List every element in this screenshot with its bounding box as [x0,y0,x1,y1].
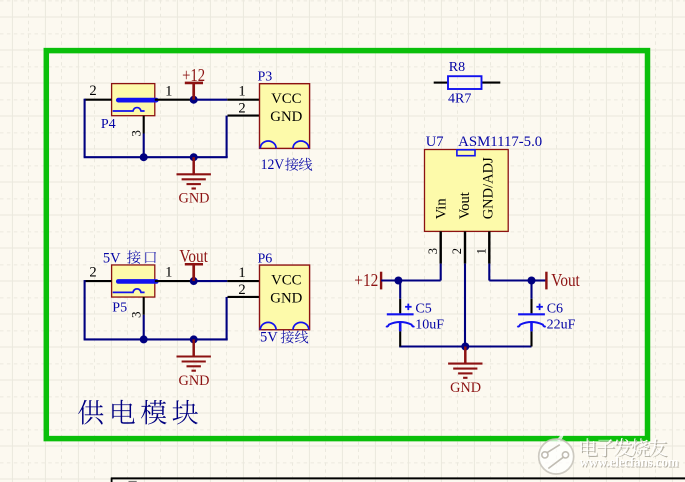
svg-text:4R7: 4R7 [448,91,471,106]
svg-text:Vin: Vin [434,198,450,220]
svg-text:5V: 5V [260,330,278,346]
svg-text:2: 2 [89,83,96,99]
svg-text:2: 2 [238,100,245,116]
svg-text:R8: R8 [449,60,465,75]
svg-text:1: 1 [238,84,245,100]
svg-text:GND: GND [270,290,302,306]
svg-text:2: 2 [238,282,245,298]
svg-text:10uF: 10uF [415,318,444,333]
svg-text:2: 2 [89,264,96,280]
svg-text:C6: C6 [547,302,563,317]
svg-text:GND: GND [179,191,210,207]
svg-text:P4: P4 [101,117,116,132]
svg-text:GND: GND [179,373,210,389]
svg-text:Vout: Vout [179,246,208,266]
svg-text:22uF: 22uF [547,318,576,333]
svg-text:12V: 12V [261,157,285,173]
svg-text:1: 1 [238,265,245,281]
svg-text:+12: +12 [182,65,205,85]
svg-text:1: 1 [474,248,488,254]
svg-text:Vout: Vout [457,192,473,219]
svg-text:ASM1117-5.0: ASM1117-5.0 [458,134,542,150]
svg-text:GND: GND [270,109,302,125]
svg-text:1: 1 [165,265,172,281]
svg-text:3: 3 [129,311,144,318]
svg-text:VCC: VCC [271,273,302,289]
svg-text:Vout: Vout [551,270,580,290]
svg-text:1: 1 [165,83,172,99]
svg-text:P3: P3 [258,70,273,85]
svg-text:3: 3 [426,248,440,254]
svg-text:2: 2 [450,248,464,254]
svg-text:www.elecfans.com: www.elecfans.com [580,455,679,470]
svg-text:P6: P6 [258,251,273,266]
svg-text:GND/ADJ: GND/ADJ [480,157,496,219]
svg-text:P5: P5 [112,301,127,316]
svg-text:C5: C5 [415,302,431,317]
svg-text:U7: U7 [426,134,444,150]
svg-text:3: 3 [129,130,144,137]
svg-text:+12: +12 [354,270,378,290]
svg-text:VCC: VCC [271,91,302,107]
svg-text:5V: 5V [103,250,121,266]
svg-text:www.elecfans.com: www.elecfans.com [580,454,679,469]
svg-text:GND: GND [450,380,481,396]
